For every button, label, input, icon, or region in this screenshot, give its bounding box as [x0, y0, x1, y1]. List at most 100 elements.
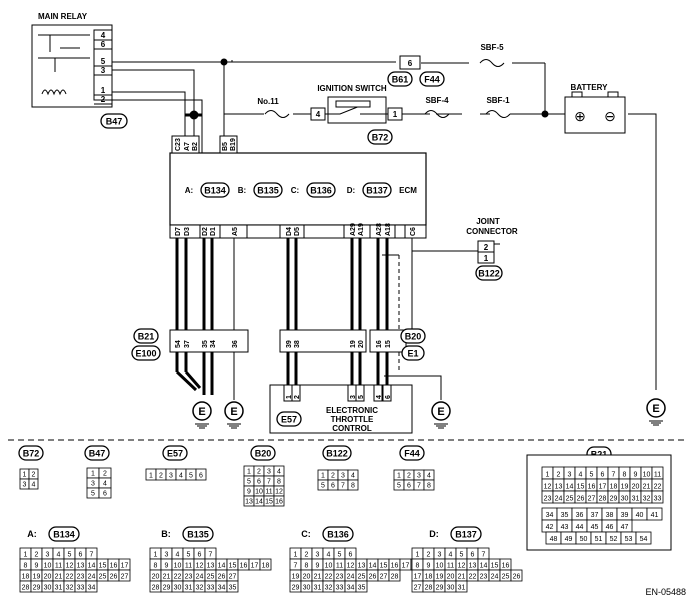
badge-oval [253, 182, 283, 198]
etc-pin-label: 4 [376, 395, 383, 399]
etc-pin [291, 384, 301, 402]
legend-pin-label: 4 [579, 472, 583, 479]
legend-pin-label: 10 [643, 472, 651, 479]
legend-pin-label: 20 [303, 574, 311, 581]
wire [325, 105, 361, 115]
legend-pin-label: 28 [22, 585, 30, 592]
legend-pin-label: 48 [550, 536, 558, 543]
legend-pin-label: 24 [555, 496, 563, 503]
fuse-symbol [424, 110, 450, 118]
badge-label: B72 [23, 449, 40, 459]
legend-pin-label: 8 [623, 472, 627, 479]
ignition-switch-title: IGNITION SWITCH [317, 84, 387, 93]
b21-pin-label: 54 [175, 340, 182, 348]
legend-pin-label: 6 [331, 483, 335, 490]
legend-pin-label: 14 [566, 484, 574, 491]
ecm-bottom-pin-label: D1 [210, 227, 217, 236]
legend-cell [423, 479, 435, 491]
legend-pin-label: 10 [44, 563, 52, 570]
footer-code: EN-05488 [645, 587, 686, 597]
legend-pin-label: 45 [591, 524, 599, 531]
ground-symbol: E [192, 401, 212, 429]
fuse-sbf5-label: SBF-5 [480, 43, 504, 52]
battery-terminal [571, 91, 583, 98]
legend-pin-label: 50 [580, 536, 588, 543]
b20-pin-label: 15 [385, 340, 392, 348]
badge-oval [475, 265, 503, 281]
legend-pin-label: 17 [402, 563, 410, 570]
legend-pin-label: 12 [458, 563, 466, 570]
legend-pin-label: 35 [358, 585, 366, 592]
legend-pin-label: 12 [66, 563, 74, 570]
b21-connector-b [279, 329, 367, 353]
joint-pin: 2 [484, 243, 489, 252]
legend-pin-label: 6 [198, 552, 202, 559]
fuse-no11-label: No.11 [257, 97, 279, 106]
badge-label: B122 [326, 449, 348, 459]
badge-oval [18, 445, 44, 461]
legend-pin-label: 2 [305, 552, 309, 559]
legend-pin-label: 54 [640, 536, 648, 543]
legend-pin-label: 43 [561, 524, 569, 531]
ecm-connector-prefix: A: [185, 186, 193, 195]
fuse-symbol [479, 59, 505, 67]
etc-line3: CONTROL [332, 424, 372, 433]
legend-cell [455, 580, 468, 593]
badge-label: B137 [455, 530, 477, 540]
legend-b137-badge: B137 [450, 526, 482, 542]
legend-pin-label: 1 [416, 552, 420, 559]
legend-b72-badge: B72 [18, 445, 44, 461]
legend-pin-label: 5 [91, 491, 95, 498]
legend-pin-label: 17 [414, 574, 422, 581]
legend-pin-label: 15 [265, 499, 273, 506]
legend-pin-label: 18 [262, 563, 270, 570]
legend-pin-label: 51 [595, 536, 603, 543]
etc-pin-label: 5 [358, 395, 365, 399]
legend-pin-label: 19 [33, 574, 41, 581]
badge-oval [401, 345, 425, 361]
b21-pin-label: 34 [210, 340, 217, 348]
legend-pin-label: 38 [606, 512, 614, 519]
legend-b136-prefix: C: [301, 529, 311, 539]
legend-pin-label: 3 [316, 552, 320, 559]
legend-pin-label: 27 [121, 574, 129, 581]
legend-cell [347, 479, 359, 491]
legend-pin-label: 9 [35, 563, 39, 570]
badge-oval [162, 445, 188, 461]
ecm-bottom-pin-label: D4 [286, 227, 293, 236]
badge-label: E57 [167, 449, 183, 459]
legend-pin-label: 13 [207, 563, 215, 570]
etc-pin [373, 384, 383, 402]
legend-pin-label: 3 [165, 552, 169, 559]
main-relay-pin: 6 [101, 40, 106, 49]
legend-pin-label: 4 [427, 473, 431, 480]
ecm-bottom-pin-label: A19 [358, 223, 365, 236]
badge-oval [100, 113, 128, 129]
legend-pin-label: 28 [152, 585, 160, 592]
badge-oval [387, 71, 413, 87]
legend-pin-label: 2 [427, 552, 431, 559]
badge-label: B134 [53, 530, 75, 540]
legend-pin-label: 9 [247, 489, 251, 496]
legend-pin-label: 5 [590, 472, 594, 479]
legend-pin-label: 31 [314, 585, 322, 592]
badge-oval [450, 526, 482, 542]
legend-pin-label: 21 [163, 574, 171, 581]
legend-pin-label: 13 [358, 563, 366, 570]
legend-pin-label: 16 [275, 499, 283, 506]
legend-pin-label: 35 [229, 585, 237, 592]
legend-pin-label: 24 [88, 574, 96, 581]
ground-label: E [652, 403, 659, 415]
ecm-bottom-pin-label: D3 [184, 227, 191, 236]
badge-label: F44 [424, 75, 440, 85]
legend-pin-label: 13 [555, 484, 563, 491]
ecm-connector-badge: B135 [253, 182, 283, 198]
main-relay-pin: 1 [101, 86, 106, 95]
legend-b134-badge: B134 [48, 526, 80, 542]
legend-pin-label: 22 [654, 484, 662, 491]
battery-minus: ⊖ [604, 108, 616, 124]
